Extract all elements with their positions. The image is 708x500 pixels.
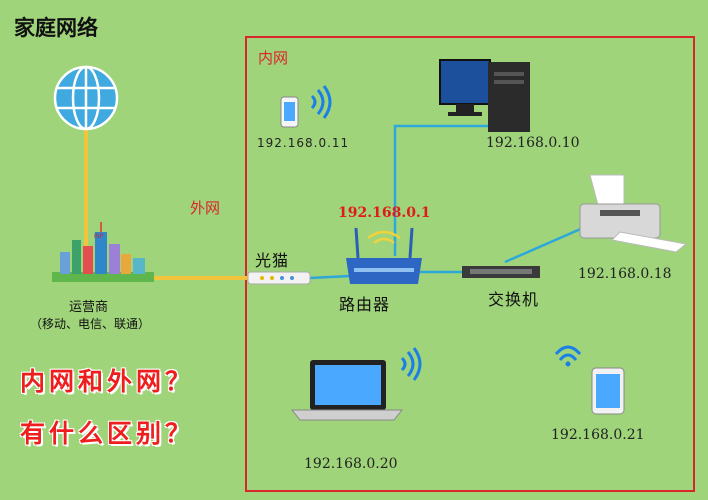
question-line-2: 有什么区别？ bbox=[20, 419, 195, 448]
page-title: 家庭网络 bbox=[14, 16, 98, 40]
wan-label: 外网 bbox=[190, 199, 221, 217]
internet-globe-icon bbox=[53, 65, 119, 131]
lan-cables bbox=[309, 124, 593, 280]
router-ip: 192.168.0.1 bbox=[338, 205, 431, 221]
lan-cable-router-desktop bbox=[393, 124, 490, 256]
tablet-ip: 192.168.0.21 bbox=[551, 427, 645, 443]
laptop-icon bbox=[290, 347, 422, 421]
isp-city-icon: ISP bbox=[52, 222, 154, 282]
desktop-computer-icon bbox=[439, 59, 530, 132]
lan-label: 内网 bbox=[258, 49, 289, 67]
printer-ip: 192.168.0.18 bbox=[578, 266, 672, 282]
modem-label: 光猫 bbox=[255, 251, 290, 270]
router-icon bbox=[346, 227, 422, 284]
switch-label: 交换机 bbox=[488, 290, 540, 309]
isp-name: 运营商 bbox=[69, 300, 109, 315]
switch-icon bbox=[462, 266, 540, 278]
lan-cable-switch-printer bbox=[504, 222, 593, 264]
isp-providers: （移动、电信、联通） bbox=[30, 317, 151, 331]
tablet-icon bbox=[554, 345, 625, 415]
isp-badge: ISP bbox=[94, 233, 104, 240]
wan-cables bbox=[84, 128, 250, 280]
router-label: 路由器 bbox=[339, 295, 391, 314]
desktop-ip: 192.168.0.10 bbox=[486, 135, 580, 151]
lan-cable-modem-router bbox=[309, 274, 351, 280]
smartphone-icon bbox=[280, 85, 332, 128]
laptop-ip: 192.168.0.20 bbox=[304, 456, 398, 472]
lan-boundary bbox=[245, 36, 695, 492]
printer-icon bbox=[579, 174, 688, 253]
question-line-1: 内网和外网？ bbox=[20, 367, 195, 396]
phone-ip: 192.168.0.11 bbox=[257, 136, 350, 150]
optical-modem-icon bbox=[247, 271, 311, 285]
